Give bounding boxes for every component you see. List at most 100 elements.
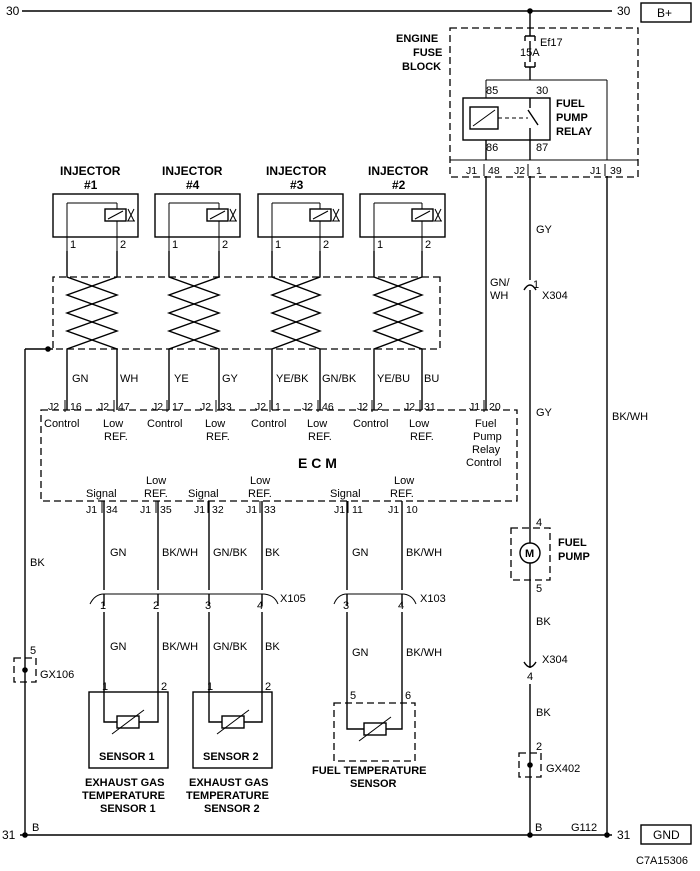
svg-text:6: 6 (405, 690, 411, 702)
exhaust-gas-sensor-2: 1 2 SENSOR 2 EXHAUST GAS TEMPERATURE SEN… (186, 681, 273, 815)
ecm-top-pin-5: J2 1 Control (251, 401, 286, 430)
sensor-wire-upper-4: BK (265, 547, 280, 559)
injector-3-title-1: INJECTOR (266, 164, 327, 178)
sensor-1-caption-1: EXHAUST GAS (85, 777, 164, 789)
injector-3-pin-2: 2 (323, 239, 329, 251)
right-wire-bkwh: BK/WH (612, 411, 648, 423)
svg-text:J1: J1 (140, 504, 151, 516)
injector-1-title-1: INJECTOR (60, 164, 121, 178)
svg-text:47: 47 (118, 401, 130, 413)
bottom-bus-mid-b: B (535, 822, 542, 834)
sensor-wire-upper-5: GN (352, 547, 369, 559)
top-bus-right-number: 30 (617, 4, 631, 18)
svg-text:Control: Control (147, 418, 182, 430)
motor-symbol: M (525, 548, 534, 560)
relay-pin-86: 86 (486, 142, 498, 154)
svg-text:Pump: Pump (473, 431, 502, 443)
fuel-temperature-sensor: 5 6 FUEL TEMPERATURE SENSOR (312, 690, 427, 790)
svg-text:REF.: REF. (144, 488, 168, 500)
top-power-bus: 30 30 B+ (6, 2, 692, 23)
svg-text:Low: Low (103, 418, 123, 430)
gx402-pin: 2 (536, 741, 542, 753)
relay-pin-85: 85 (486, 85, 498, 97)
svg-text:2: 2 (161, 681, 167, 693)
sensor-2-caption-3: SENSOR 2 (204, 803, 260, 815)
relay-label-2: PUMP (556, 112, 588, 124)
svg-text:J1: J1 (388, 504, 399, 516)
svg-text:Control: Control (466, 457, 501, 469)
svg-text:Low: Low (409, 418, 429, 430)
svg-text:REF.: REF. (390, 488, 414, 500)
x304-bottom-pin: 4 (527, 671, 533, 683)
ecm-top-pin-2: J2 47 Low REF. (98, 401, 130, 443)
svg-text:31: 31 (424, 401, 436, 413)
pump-pin-4: 4 (536, 517, 542, 529)
relay-pin-87: 87 (536, 142, 548, 154)
svg-text:J1: J1 (334, 504, 345, 516)
injector-1-title-2: #1 (84, 178, 98, 192)
fuel-temp-caption-2: SENSOR (350, 778, 397, 790)
x304-bottom-connector-icon (523, 661, 537, 668)
svg-text:20: 20 (489, 401, 501, 413)
left-ground-wire: BK 5 GX106 (13, 349, 74, 835)
svg-text:Low: Low (250, 475, 270, 487)
gx106-label: GX106 (40, 669, 74, 681)
svg-text:J1: J1 (86, 504, 97, 516)
pump-label-2: PUMP (558, 551, 590, 563)
svg-text:Signal: Signal (86, 488, 117, 500)
svg-text:J2: J2 (200, 401, 211, 413)
pump-wire-gy-2: GY (536, 407, 553, 419)
svg-text:1: 1 (275, 401, 281, 413)
x304-top-pin: 1 (533, 279, 539, 291)
bottom-bus-left-number: 31 (2, 828, 16, 842)
document-code: C7A15306 (636, 855, 688, 867)
svg-text:Signal: Signal (330, 488, 361, 500)
x105-pin-3: 3 (205, 600, 211, 612)
bplus-terminal-box (640, 2, 692, 23)
svg-text:5: 5 (350, 690, 356, 702)
gx402-label: GX402 (546, 763, 580, 775)
x304-bottom-label: X304 (542, 654, 568, 666)
svg-text:REF.: REF. (410, 431, 434, 443)
injector-3-pin-1: 1 (275, 239, 281, 251)
injector-group: INJECTOR #1 1 2 INJECTOR #4 1 2 INJECTOR… (52, 164, 446, 251)
ecm-top-pin-3: J2 17 Control (147, 401, 184, 430)
sensor-1-caption-2: TEMPERATURE (82, 790, 165, 802)
x105-label: X105 (280, 593, 306, 605)
svg-text:33: 33 (220, 401, 232, 413)
sensor-wire-lower-4: BK (265, 641, 280, 653)
injector-1-pin-2: 2 (120, 239, 126, 251)
svg-text:32: 32 (212, 504, 224, 516)
sensor-2-caption-2: TEMPERATURE (186, 790, 269, 802)
sensor-wiring: GN BK/WH GN/BK BK GN BK/WH 1 2 3 4 X105 … (89, 501, 446, 703)
injector-4-title-2: #4 (186, 178, 200, 192)
svg-text:Signal: Signal (188, 488, 219, 500)
x105-pin-1: 1 (100, 600, 106, 612)
ecm-bottom-pin-6: Low REF. J1 10 (388, 475, 418, 516)
svg-text:2: 2 (377, 401, 383, 413)
ecm-top-pin-9: J1 20 Fuel Pump Relay Control (466, 401, 502, 469)
gnd-terminal-label: GND (653, 828, 680, 842)
x105-connector-icon (89, 593, 279, 605)
sensor-wire-lower-2: BK/WH (162, 641, 198, 653)
wire-color-inj4-control: YE (174, 373, 189, 385)
wire-color-inj2-lowref: BU (424, 373, 439, 385)
gx106-pin: 5 (30, 645, 36, 657)
left-ground-wire-color: BK (30, 557, 45, 569)
svg-text:2: 2 (265, 681, 271, 693)
x103-label: X103 (420, 593, 446, 605)
x304-top-label: X304 (542, 290, 568, 302)
fuel-temp-caption-1: FUEL TEMPERATURE (312, 765, 427, 777)
svg-text:Control: Control (44, 418, 79, 430)
fuse-rating: 15A (520, 47, 540, 59)
svg-text:REF.: REF. (308, 431, 332, 443)
relay-conn-j1b: J1 (590, 165, 601, 177)
svg-text:J2: J2 (48, 401, 59, 413)
injector-2-pin-2: 2 (425, 239, 431, 251)
ecm-top-pin-7: J2 2 Control (353, 401, 388, 430)
ecm-top-pin-1: J2 16 Control (44, 401, 82, 430)
svg-text:Relay: Relay (472, 444, 501, 456)
x105-pin-4: 4 (257, 600, 263, 612)
svg-text:35: 35 (160, 504, 172, 516)
